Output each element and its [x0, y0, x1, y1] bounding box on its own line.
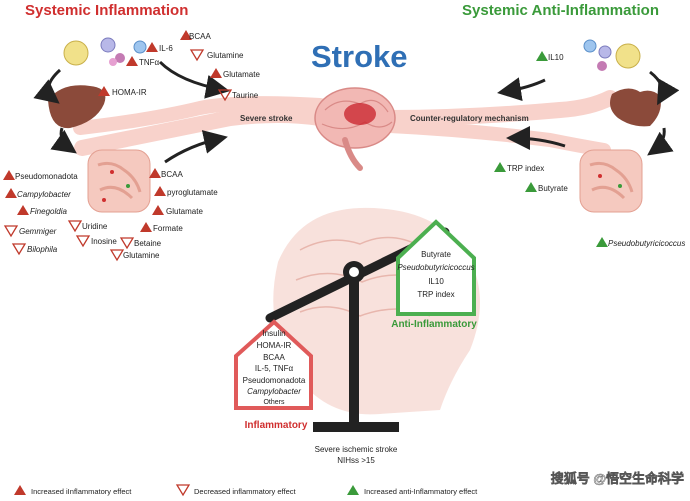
anti-marker: [536, 51, 548, 61]
marker-label: IL10: [548, 53, 564, 62]
marker-label: Inosine: [91, 237, 117, 246]
decreased-marker: [109, 249, 125, 262]
anti-marker: [596, 237, 608, 247]
decreased-marker: [119, 237, 135, 250]
marker-label: BCAA: [189, 32, 211, 41]
legend-label: Decreased inflammatory effect: [194, 487, 296, 496]
marker-label: Betaine: [134, 239, 162, 248]
gut-icon-right: [579, 149, 643, 213]
scale-caption-line1: Severe ischemic stroke: [315, 445, 398, 454]
infl-pan-title: Inflammatory: [245, 420, 308, 431]
infl-pan-item: Others: [263, 399, 285, 406]
arrow-right-liver-to-gut: [647, 127, 674, 156]
decreased-marker: [3, 225, 19, 238]
immune-cells-icon: [63, 37, 147, 66]
center-title: Stroke: [311, 39, 407, 74]
decreased-marker: [175, 484, 191, 497]
decreased-marker: [217, 89, 233, 102]
marker-label: BCAA: [161, 170, 183, 179]
anti-pan-item: Pseudobutyricicoccus: [397, 263, 474, 272]
anti-marker: [347, 485, 359, 495]
left-title: Systemic Inflammation: [25, 2, 188, 19]
increased-marker: [154, 186, 166, 196]
marker-label: Uridine: [82, 222, 108, 231]
anti-marker: [525, 182, 537, 192]
marker-label: Butyrate: [538, 184, 568, 193]
increased-marker: [149, 168, 161, 178]
anti-inflammatory-pan: [396, 219, 476, 316]
marker-label: pyroglutamate: [167, 188, 218, 197]
increased-marker: [180, 30, 192, 40]
legend: Increased iInflammatory effect Decreased…: [14, 484, 478, 497]
marker-label: Pseudomonadota: [15, 172, 78, 181]
marker-label: Glutamate: [223, 70, 260, 79]
inflammatory-pan: [234, 319, 313, 410]
increased-marker: [14, 485, 26, 495]
anti-pan-title: Anti-Inflammatory: [391, 319, 477, 330]
counter-regulatory-label: Counter-regulatory mechanism: [410, 114, 529, 123]
liver-icon-left: [48, 85, 106, 129]
marker-label: Glutamate: [166, 207, 203, 216]
right-title: Systemic Anti-Inflammation: [462, 2, 659, 19]
marker-label: Formate: [153, 224, 183, 233]
anti-pan-item: TRP index: [417, 290, 454, 299]
legend-label: Increased anti-Inflammatory effect: [364, 487, 478, 496]
increased-marker: [210, 68, 222, 78]
watermark: 搜狐号 @悟空生命科学: [551, 471, 684, 486]
increased-marker: [3, 170, 15, 180]
decreased-marker: [11, 243, 27, 256]
marker-label: Taurine: [232, 91, 259, 100]
marker-label: Glutamine: [207, 51, 244, 60]
marker-label: Finegoldia: [30, 207, 67, 216]
marker-label: IL-6: [159, 44, 173, 53]
severe-stroke-label: Severe stroke: [240, 114, 293, 123]
left-gut-markers: Pseudomonadota Campylobacter Finegoldia …: [3, 168, 218, 262]
arrow-liver-to-gut: [50, 127, 77, 154]
legend-label: Increased iInflammatory effect: [31, 487, 132, 496]
increased-marker: [17, 205, 29, 215]
increased-marker: [126, 56, 138, 66]
marker-label: Pseudobutyricicoccus: [608, 239, 685, 248]
anti-pan-item: IL10: [428, 277, 444, 286]
infl-pan-item: BCAA: [263, 353, 285, 362]
marker-label: Glutamine: [123, 251, 160, 260]
scale-caption-line2: NIHss >15: [337, 456, 375, 465]
marker-label: Campylobacter: [17, 190, 71, 199]
increased-marker: [98, 86, 110, 96]
marker-label: Gemmiger: [19, 227, 57, 236]
increased-marker: [152, 205, 164, 215]
tube-connectors: [73, 90, 618, 157]
infl-pan-item: Pseudomonadota: [243, 376, 306, 385]
infl-pan-item: HOMA-IR: [257, 341, 292, 350]
decreased-marker: [75, 235, 91, 248]
marker-label: TNFα: [139, 58, 160, 67]
arrow-gut-to-brain: [164, 130, 228, 164]
gut-icon-left: [87, 149, 151, 213]
infl-pan-item: IL-5, TNFα: [255, 364, 294, 373]
anti-marker: [494, 162, 506, 172]
decreased-marker: [67, 220, 83, 233]
increased-marker: [146, 42, 158, 52]
marker-label: TRP index: [507, 164, 544, 173]
arrow-cells-to-liver: [33, 68, 62, 104]
marker-label: Bilophila: [27, 245, 58, 254]
immune-cells-icon-right: [583, 39, 641, 71]
brain-icon: [314, 87, 396, 171]
arrow-right-cells-to-liver: [649, 70, 680, 106]
infl-pan-item: Campylobacter: [247, 387, 301, 396]
decreased-marker: [189, 49, 205, 62]
increased-marker: [5, 188, 17, 198]
right-markers: IL10 TRP index Butyrate Pseudobutyricico…: [494, 51, 685, 248]
infl-pan-item: Insulin: [262, 329, 285, 338]
increased-marker: [140, 222, 152, 232]
anti-pan-item: Butyrate: [421, 250, 451, 259]
arrow-brain-to-right-gut: [506, 126, 566, 151]
liver-icon-right: [610, 88, 661, 127]
arrow-cells-to-brain: [158, 60, 230, 99]
left-top-markers: IL-6 TNFα HOMA-IR BCAA Glutamine Glutama…: [98, 30, 260, 102]
arrow-brain-to-right-cells: [497, 77, 546, 102]
marker-label: HOMA-IR: [112, 88, 147, 97]
